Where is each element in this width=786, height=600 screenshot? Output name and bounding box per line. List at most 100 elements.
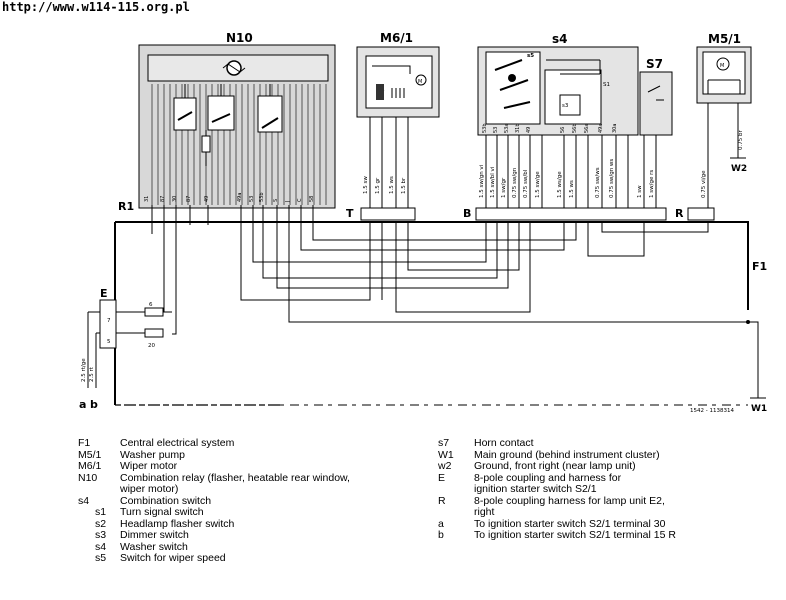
coupling-b: B <box>463 207 667 221</box>
m51-wire-br: 0.75 br <box>738 130 744 150</box>
legend-code: M6/1 <box>78 460 102 472</box>
legend-desc: Turn signal switch <box>120 506 204 518</box>
m61-wiper-motor: M M6/1 <box>356 31 440 118</box>
n10-term-C: C <box>297 198 303 202</box>
legend-desc: To ignition starter switch S2/1 terminal… <box>474 529 676 541</box>
s4-wire-7: 1.5 ws <box>569 180 575 198</box>
component-drops <box>151 103 709 225</box>
n10-term-31: 31 <box>144 196 150 202</box>
legend-desc: Dimmer switch <box>120 529 189 541</box>
n10-term-58: 58 <box>309 196 315 202</box>
legend-desc: Main ground (behind instrument cluster) <box>474 448 660 461</box>
s4-wire-4: 0.75 sw/bl <box>523 169 529 198</box>
legend-row: s3 Dimmer switch <box>78 529 418 542</box>
legend-code: s4 <box>78 494 90 507</box>
e-wire-1: 2.5 rt <box>89 366 95 382</box>
legend-desc: Washer switch <box>120 540 188 553</box>
m51-washer-pump: M M5/1 <box>696 32 752 104</box>
legend-row: right <box>438 506 778 519</box>
m61-label: M6/1 <box>380 31 413 45</box>
legend-desc: Headlamp flasher switch <box>120 517 235 530</box>
legend-row: N10 Combination relay (flasher, heatable … <box>78 471 418 485</box>
legend-code: w2 <box>438 460 452 472</box>
legend-code: s4 <box>95 540 107 553</box>
n10-term-49: 49 <box>204 196 210 202</box>
s3-label: s3 <box>562 103 569 109</box>
legend-desc: Central electrical system <box>120 437 235 449</box>
s4-term-8: 49a <box>598 124 604 133</box>
f1-label: F1 <box>752 260 767 273</box>
legend-code: b <box>438 529 444 541</box>
legend-desc: Combination relay (flasher, heatable rea… <box>120 471 350 484</box>
s4-wire-3: 0.75 sw/gn <box>512 167 518 198</box>
legend-code: M5/1 <box>78 448 102 461</box>
e-pin-6: 6 <box>149 302 153 308</box>
w1-label: W1 <box>751 404 767 414</box>
legend-row: s4 Combination switch <box>78 494 418 508</box>
s4-term-7: 56a <box>584 124 590 133</box>
n10-term-30: 30 <box>172 196 178 202</box>
s4-wire-9: 0.75 sw/gn ws <box>609 159 615 198</box>
legend-code: E <box>438 471 446 484</box>
legend-row: M5/1 Washer pump <box>78 448 418 462</box>
s4-combination-switch: s5 s3 S1 53b 53 53a 31b 49 56 56b 56a 49… <box>477 32 639 136</box>
w2-ground: 0.75 br W2 <box>730 103 747 174</box>
b-label: B <box>463 207 471 220</box>
m51-wire-vige: 0.75 vi/ge <box>701 170 707 198</box>
n10-term-87b: 87 <box>186 196 192 202</box>
legend-row: s1 Turn signal switch <box>78 506 418 519</box>
legend-row: s4 Washer switch <box>78 540 418 554</box>
s4-wire-6: 1.5 ws/ge <box>557 171 563 198</box>
n10-term-S: S <box>273 199 279 202</box>
e-pin-7: 7 <box>107 318 111 324</box>
legend-desc: Combination switch <box>120 494 212 507</box>
s4-label: s4 <box>552 32 568 46</box>
s4-wire-10: 1 sw <box>637 185 643 198</box>
svg-text:M: M <box>418 79 422 85</box>
s4-wire-1: 1.5 sw/bl vi <box>490 166 496 198</box>
e-wire-0: 2.5 rt/ge <box>81 358 87 382</box>
legend-row: s2 Headlamp flasher switch <box>78 517 418 531</box>
legend-code: s3 <box>95 529 107 541</box>
legend-desc: Washer pump <box>120 448 185 461</box>
s4-term-4: 49 <box>526 127 532 133</box>
s4-term-1: 53 <box>493 127 499 133</box>
harness-frame: R1 F1 <box>114 200 767 406</box>
legend-desc: ignition starter switch S2/1 <box>474 483 597 495</box>
e-label: E <box>100 287 108 300</box>
m61-wire-1: 1.5 gr <box>375 177 381 194</box>
legend-code: s1 <box>95 506 107 518</box>
svg-text:M: M <box>720 63 724 69</box>
a-label: a <box>79 398 86 411</box>
legend-desc: 8-pole coupling harness for lamp unit E2… <box>474 494 665 507</box>
s4-term-0: 53b <box>482 123 488 133</box>
legend-row: M6/1 Wiper motor <box>78 460 418 473</box>
s4-term-3: 31b <box>515 123 521 133</box>
legend-code: N10 <box>78 471 98 484</box>
coupling-t: T <box>346 207 416 221</box>
legend-desc: wiper motor) <box>120 483 179 495</box>
e-pin-20: 20 <box>148 343 155 349</box>
legend-code: a <box>438 517 444 530</box>
legend-desc: Switch for wiper speed <box>120 552 226 564</box>
legend-row: b To ignition starter switch S2/1 termina… <box>438 529 778 542</box>
legend-code: s7 <box>438 437 450 449</box>
legend-desc: Ground, front right (near lamp unit) <box>474 460 636 472</box>
n10-term-87: 87 <box>160 196 166 202</box>
r1-label: R1 <box>118 200 134 213</box>
legend-desc: Wiper motor <box>120 460 178 472</box>
r-label: R <box>675 207 684 220</box>
e-pin-5: 5 <box>107 339 111 345</box>
n10-term-53: 53 <box>249 196 255 202</box>
s4-wire-5: 1.5 sw/ge <box>535 171 541 198</box>
legend-code: s2 <box>95 517 107 530</box>
w2-label: W2 <box>731 164 747 174</box>
w1-ground: W1 <box>746 320 767 414</box>
m51-label: M5/1 <box>708 32 741 46</box>
legend-code: R <box>438 494 446 507</box>
